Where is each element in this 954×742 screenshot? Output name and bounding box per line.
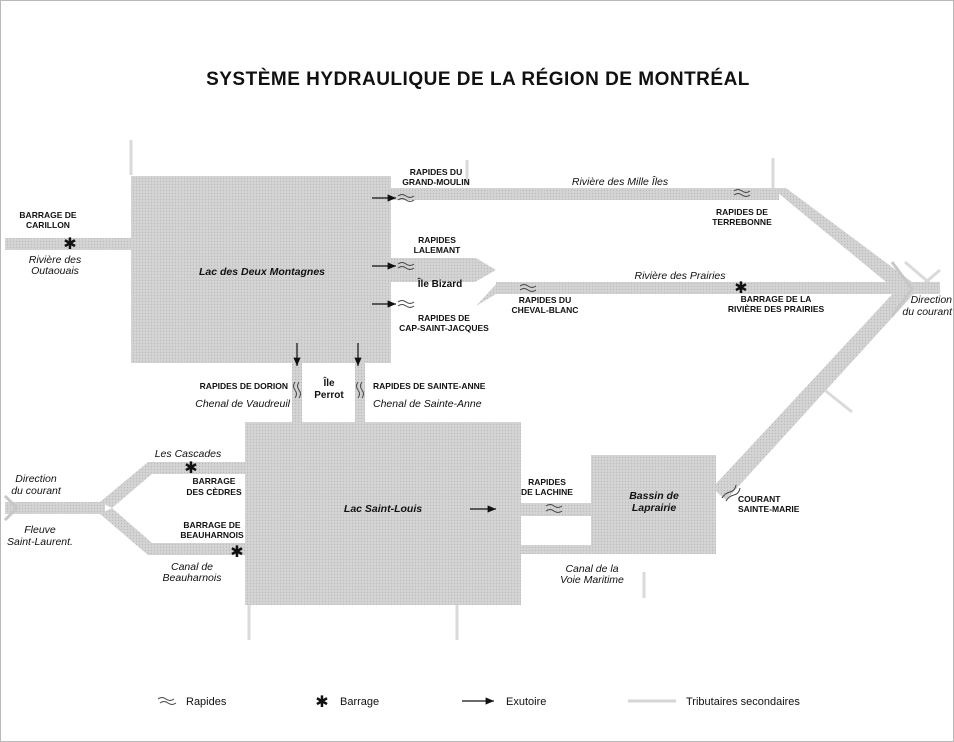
outlet-arrows	[293, 194, 496, 513]
dam-symbols: ✱ ✱ ✱ ✱	[63, 234, 747, 561]
label-rapides-terrebonne-1: RAPIDES DE	[716, 207, 768, 217]
label-direction-west-2: du courant	[11, 485, 62, 497]
rapids-symbol-sainte-anne	[356, 381, 364, 399]
cascades-branch	[100, 462, 245, 508]
dam-symbol-beauharnois: ✱	[230, 542, 243, 561]
label-mille-iles: Rivière des Mille Îles	[572, 175, 669, 188]
mille-iles-diagonal	[772, 188, 916, 296]
dam-symbol-riviere-prairies: ✱	[734, 278, 747, 297]
label-prairies: Rivière des Prairies	[634, 270, 726, 282]
label-ile-perrot-2: Perrot	[314, 390, 344, 401]
label-rapides-lachine-2: DE LACHINE	[521, 487, 573, 497]
flow-chevrons	[3, 261, 914, 522]
rapids-symbol-cheval-blanc	[519, 284, 537, 292]
label-barrage-beauharnois-2: BEAUHARNOIS	[180, 530, 244, 540]
lac-deux-montagnes-area	[131, 176, 391, 363]
label-bassin-laprairie-2: Laprairie	[632, 502, 677, 514]
label-rapides-cheval-blanc-2: CHEVAL-BLANC	[512, 305, 579, 315]
map-title: SYSTÈME HYDRAULIQUE DE LA RÉGION DE MONT…	[206, 68, 750, 90]
ile-perrot-area	[303, 363, 354, 421]
legend-rapides-icon	[157, 697, 177, 705]
label-rapides-dorion: RAPIDES DE DORION	[200, 381, 288, 391]
label-outaouais-2: Outaouais	[31, 265, 80, 277]
rapids-symbol-terrebonne	[733, 189, 751, 197]
rapids-symbol-sainte-marie	[721, 484, 741, 502]
dam-symbol-carillon: ✱	[63, 234, 76, 253]
prairies-river	[496, 282, 940, 294]
label-fleuve-2: Saint-Laurent.	[7, 536, 73, 548]
rapids-symbol-lachine	[545, 504, 563, 513]
legend: Rapides ✱ Barrage Exutoire Tributaires s…	[157, 692, 800, 711]
chenal-sainte-anne	[355, 363, 365, 423]
legend-exutoire-label: Exutoire	[506, 696, 546, 708]
label-rapides-lalemant-1: RAPIDES	[418, 235, 456, 245]
bassin-laprairie-area	[591, 455, 716, 546]
label-voie-maritime-2: Voie Maritime	[560, 574, 624, 586]
chenal-vaudreuil	[292, 363, 302, 423]
label-rapides-sainte-anne: RAPIDES DE SAINTE-ANNE	[373, 381, 486, 391]
voie-maritime-canal	[521, 545, 716, 554]
label-fleuve-1: Fleuve	[24, 524, 56, 536]
saint-laurent-diagonal	[712, 287, 911, 500]
label-courant-sainte-marie-2: SAINTE-MARIE	[738, 504, 800, 514]
label-rapides-grand-moulin-1: RAPIDES DU	[410, 167, 462, 177]
label-lac-saint-louis: Lac Saint-Louis	[344, 503, 422, 515]
rapids-symbol-dorion	[293, 381, 301, 399]
label-courant-sainte-marie-1: COURANT	[738, 494, 781, 504]
legend-barrage-label: Barrage	[340, 696, 379, 708]
voie-maritime-link	[707, 500, 716, 554]
label-outaouais-1: Rivière des	[29, 254, 82, 266]
label-barrage-carillon-2: CARILLON	[26, 220, 70, 230]
label-barrage-beauharnois-1: BARRAGE DE	[183, 520, 240, 530]
label-ile-bizard: Île Bizard	[417, 277, 462, 290]
label-rapides-lachine-1: RAPIDES	[528, 477, 566, 487]
label-barrage-cedres-2: DES CÈDRES	[186, 487, 242, 497]
label-chenal-sainte-anne: Chenal de Sainte-Anne	[373, 398, 482, 410]
label-lac-deux-montagnes: Lac des Deux Montagnes	[199, 266, 325, 278]
label-bassin-laprairie-1: Bassin de	[629, 490, 679, 502]
legend-rapides-label: Rapides	[186, 696, 227, 708]
dam-symbol-cedres: ✱	[184, 458, 197, 477]
lachine-channel	[521, 503, 591, 516]
label-canal-beauharnois-2: Beauharnois	[163, 572, 223, 584]
label-rapides-cheval-blanc-1: RAPIDES DU	[519, 295, 571, 305]
label-chenal-vaudreuil: Chenal de Vaudreuil	[195, 398, 290, 410]
fleuve-inflow	[5, 502, 105, 514]
label-rapides-cap-saint-jacques-1: RAPIDES DE	[418, 313, 470, 323]
outaouais-river	[5, 238, 132, 250]
label-rapides-grand-moulin-2: GRAND-MOULIN	[402, 177, 470, 187]
label-ile-perrot-1: Île	[322, 376, 335, 389]
beauharnois-branch	[100, 508, 245, 555]
label-barrage-carillon-1: BARRAGE DE	[19, 210, 76, 220]
label-barrage-cedres-1: BARRAGE	[193, 476, 236, 486]
label-rapides-lalemant-2: LALEMANT	[414, 245, 462, 255]
label-les-cascades: Les Cascades	[155, 448, 222, 460]
mille-iles-river	[391, 188, 779, 200]
label-direction-east-2: du courant	[902, 306, 953, 318]
label-rapides-terrebonne-2: TERREBONNE	[712, 217, 772, 227]
lac-saint-louis-area	[245, 422, 521, 605]
label-barrage-riviere-prairies-1: BARRAGE DE LA	[741, 294, 812, 304]
rapids-symbol-grand-moulin	[397, 194, 415, 202]
label-rapides-cap-saint-jacques-2: CAP-SAINT-JACQUES	[399, 323, 489, 333]
rapids-symbols	[293, 189, 751, 513]
legend-barrage-icon: ✱	[315, 692, 328, 711]
water-bodies	[5, 176, 940, 605]
rapids-symbol-cap-saint-jacques	[397, 300, 415, 308]
legend-tributaires-label: Tributaires secondaires	[686, 696, 800, 708]
rapids-symbol-lalemant	[397, 262, 415, 270]
label-direction-west-1: Direction	[15, 473, 57, 485]
label-canal-beauharnois-1: Canal de	[171, 561, 213, 573]
label-barrage-riviere-prairies-2: RIVIÈRE DES PRAIRIES	[728, 304, 825, 314]
label-voie-maritime-1: Canal de la	[565, 563, 618, 575]
label-direction-east-1: Direction	[911, 294, 953, 306]
